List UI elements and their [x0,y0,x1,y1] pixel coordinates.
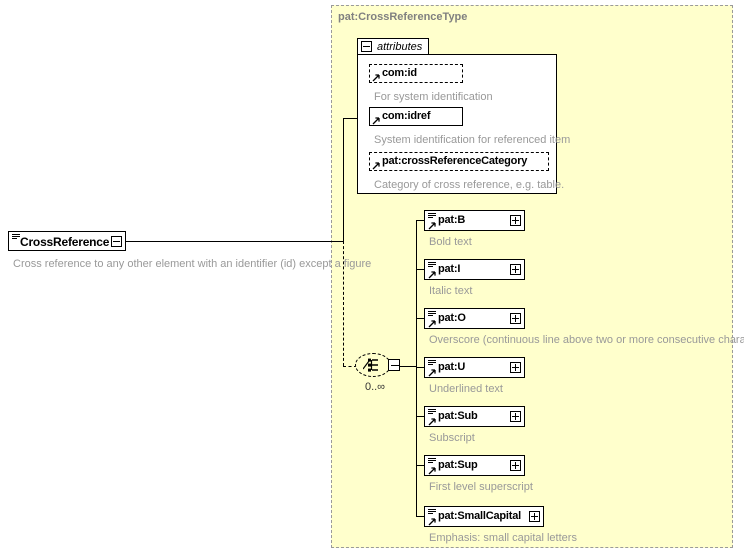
attributes-tab-label: attributes [377,41,423,53]
choice-compositor-node[interactable] [355,353,400,379]
element-arrow-icon [428,418,436,426]
attribute-description: Category of cross reference, e.g. table. [374,179,565,191]
attribute-box-cross-reference-category[interactable]: pat:crossReferenceCategory [369,152,551,176]
choice-cardinality-label: 0..∞ [364,381,386,393]
connector-trunk-to-attributes [343,118,358,119]
element-box-pat-o[interactable]: pat:O [424,308,527,334]
choice-collapse-minus-icon[interactable] [388,359,400,371]
element-arrow-icon [428,369,436,377]
element-box-pat-sup[interactable]: pat:Sup [424,455,527,481]
attribute-description: System identification for referenced ite… [374,134,571,146]
element-description: Underlined text [429,383,503,395]
element-description: Emphasis: small capital letters [429,532,577,544]
element-label: pat:Sub [438,410,478,422]
connector-choice-to-bus [400,366,416,367]
element-expand-plus-icon[interactable] [510,362,521,373]
element-box-pat-u[interactable]: pat:U [424,357,527,383]
attribute-arrow-icon [372,162,380,170]
element-description: First level superscript [429,481,533,493]
element-box-pat-smallcapital[interactable]: pat:SmallCapital [424,506,546,532]
element-label: pat:SmallCapital [438,510,521,522]
attribute-label: pat:crossReferenceCategory [382,155,528,167]
sequence-lines-icon [428,360,436,366]
connector-to-element [416,269,425,270]
element-box-pat-b[interactable]: pat:B [424,210,527,236]
root-element-box[interactable]: CrossReference [8,231,130,256]
attribute-arrow-icon [372,74,380,82]
attribute-description: For system identification [374,91,493,103]
element-description: Italic text [429,285,473,297]
element-description: Subscript [429,432,475,444]
attribute-box-com-idref[interactable]: com:idref [369,107,465,131]
sequence-lines-icon [428,458,436,464]
root-collapse-minus-icon[interactable] [111,236,122,247]
element-expand-plus-icon[interactable] [510,264,521,275]
connector-root-to-trunk [126,241,343,242]
connector-element-bus [416,220,417,517]
element-arrow-icon [428,467,436,475]
element-arrow-icon [428,222,436,230]
sequence-lines-icon [428,311,436,317]
element-label: pat:I [438,263,461,275]
choice-icon [363,358,378,372]
attribute-label: com:id [382,67,417,79]
sequence-lines-icon [428,213,436,219]
element-expand-plus-icon[interactable] [510,460,521,471]
connector-to-element [416,367,425,368]
connector-to-element [416,318,425,319]
root-element-label: CrossReference [20,235,110,249]
attribute-arrow-icon [372,117,380,125]
sequence-lines-icon [428,262,436,268]
root-element-description: Cross reference to any other element wit… [13,258,372,270]
element-box-pat-sub[interactable]: pat:Sub [424,406,527,432]
element-label: pat:B [438,214,466,226]
attributes-collapse-minus-icon[interactable] [361,41,372,52]
element-description: Overscore (continuous line above two or … [429,334,744,346]
element-description: Bold text [429,236,472,248]
element-arrow-icon [428,271,436,279]
connector-trunk-down-dashed [343,241,344,366]
connector-to-element [416,220,425,221]
element-box-pat-i[interactable]: pat:I [424,259,527,285]
element-expand-plus-icon[interactable] [510,215,521,226]
sequence-lines-icon [428,409,436,415]
connector-to-element [416,465,425,466]
attributes-tab[interactable]: attributes [357,38,429,55]
element-label: pat:O [438,312,466,324]
connector-trunk-to-choice-dashed [343,366,357,367]
complex-type-title: pat:CrossReferenceType [338,11,468,23]
element-expand-plus-icon[interactable] [529,511,540,522]
element-arrow-icon [428,320,436,328]
element-expand-plus-icon[interactable] [510,313,521,324]
connector-to-element [416,416,425,417]
connector-trunk-up [343,118,344,242]
element-expand-plus-icon[interactable] [510,411,521,422]
element-label: pat:Sup [438,459,478,471]
sequence-lines-icon [12,234,20,240]
sequence-lines-icon [428,509,436,515]
connector-to-element [416,516,425,517]
element-label: pat:U [438,361,466,373]
element-arrow-icon [428,518,436,526]
attribute-label: com:idref [382,110,431,122]
attribute-box-com-id[interactable]: com:id [369,64,465,88]
